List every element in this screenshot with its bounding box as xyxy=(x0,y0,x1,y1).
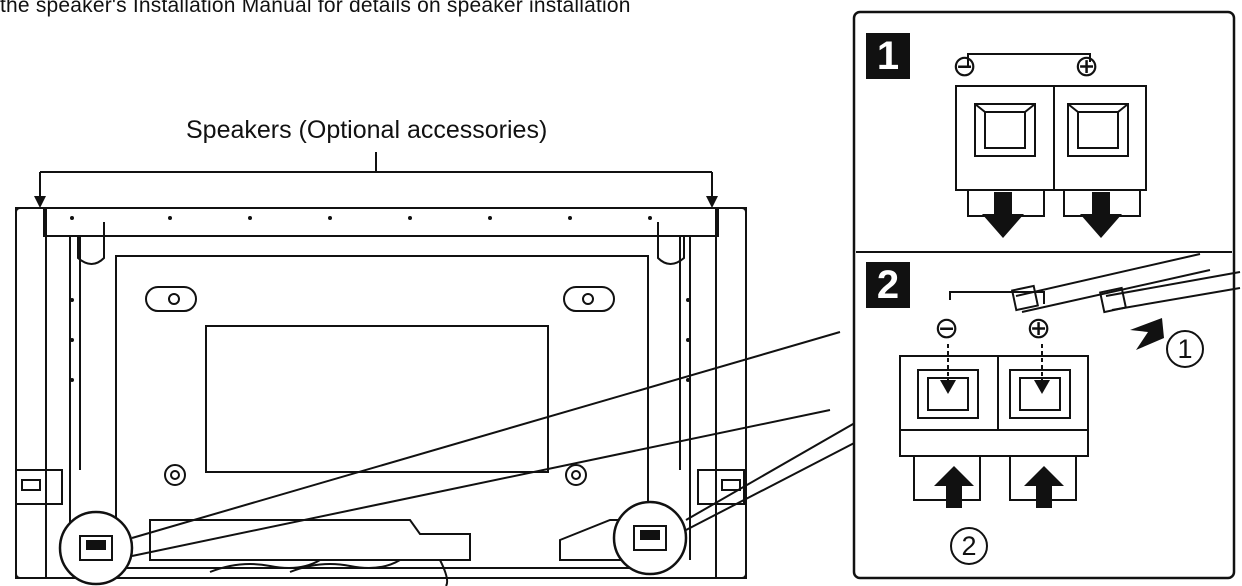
step2-plus-symbol: ⊕ xyxy=(1026,311,1052,346)
step1-plus-symbol: ⊕ xyxy=(1074,49,1100,84)
step1-badge: 1 xyxy=(866,33,910,79)
callout-number-2: 2 xyxy=(950,527,988,565)
callout-number-1: 1 xyxy=(1166,330,1204,368)
right-leader-arrowhead xyxy=(706,196,718,208)
step1-minus-symbol: ⊖ xyxy=(952,49,978,84)
wire-arrow-left xyxy=(940,380,956,394)
instruction-text: the speaker's Installation Manual for de… xyxy=(0,0,631,17)
step2-badge: 2 xyxy=(866,262,910,308)
step2-wires xyxy=(949,253,1241,314)
display-rear xyxy=(15,207,747,586)
step1-arrow-right xyxy=(1080,192,1122,238)
step1-terminals xyxy=(955,53,1147,217)
callout-lines xyxy=(131,331,861,557)
speakers-leader-lines xyxy=(39,152,713,198)
right-terminal-circle xyxy=(612,500,688,576)
push-arrow-left xyxy=(934,466,974,508)
wire-arrow-right xyxy=(1034,380,1050,394)
left-leader-arrowhead xyxy=(34,196,46,208)
speakers-label: Speakers (Optional accessories) xyxy=(186,116,548,144)
step2-minus-symbol: ⊖ xyxy=(934,311,960,346)
push-arrow-right xyxy=(1024,466,1064,508)
step1-arrow-left xyxy=(982,192,1024,238)
left-terminal-circle xyxy=(58,510,134,586)
rail-dots xyxy=(70,216,690,382)
insert-arrow xyxy=(1130,318,1164,350)
